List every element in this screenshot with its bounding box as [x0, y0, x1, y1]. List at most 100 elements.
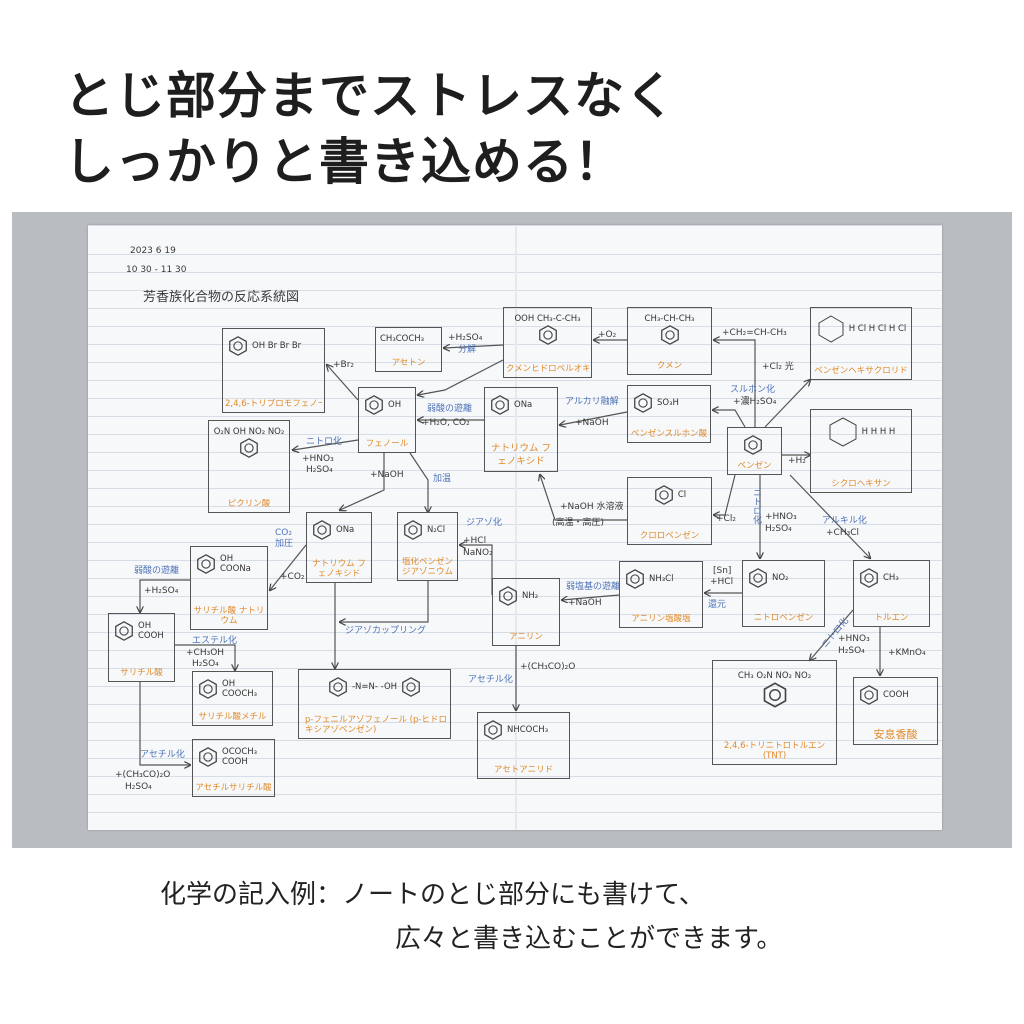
reagent-label: H₂SO₄: [125, 782, 152, 792]
compound-name: サリチル酸メチル: [198, 712, 267, 722]
compound-name: 2,4,6-トリブロモフェノール: [225, 399, 322, 409]
compound-name: ベンゼン: [737, 461, 772, 471]
reagent-label: H₂SO₄: [765, 524, 792, 534]
headline-line-1: とじ部分までストレスなく: [64, 67, 676, 125]
compound-name: クメンヒドロペルオキシド: [506, 364, 589, 374]
compound-formula: OH COONa: [220, 554, 251, 574]
compound-formula: CH₃ O₂N NO₂ NO₂: [737, 671, 812, 681]
compound-phenol: OH フェノール: [358, 387, 416, 453]
reagent-label: +Cl₂ 光: [762, 362, 794, 372]
compound-aniline: NH₂ アニリン: [492, 578, 560, 646]
compound-name: ナトリウム フェノキシド: [490, 443, 552, 467]
compound-cumene-hydroperoxide: OOH CH₃-C-CH₃ クメンヒドロペルオキシド: [503, 307, 592, 378]
compound-name: アセトアニリド: [493, 765, 554, 775]
compound-formula: OCOCH₃ COOH: [222, 747, 258, 767]
condition-label: 弱酸の遊離: [134, 566, 180, 576]
compound-sodium-salicylate: OH COONa サリチル酸 ナトリウム: [190, 546, 268, 630]
compound-anilinium-chloride: NH₃Cl アニリン塩酸塩: [619, 561, 703, 628]
reagent-label: (高温・高圧): [552, 518, 605, 528]
note-title: 芳香族化合物の反応系統図: [143, 290, 300, 305]
compound-name: クロロベンゼン: [639, 531, 700, 541]
reagent-label: +CO₂: [280, 572, 305, 582]
compound-picric-acid: O₂N OH NO₂ NO₂ ピクリン酸: [208, 420, 290, 513]
reagent-label: [Sn]: [713, 566, 732, 576]
compound-name: ベンゼンヘキサクロリド: [814, 366, 908, 376]
notebook-binding: [515, 225, 517, 830]
reagent-label: +KMnO₄: [888, 648, 926, 658]
compound-formula: -N=N- -OH: [351, 682, 398, 692]
compound-formula: OOH CH₃-C-CH₃: [514, 314, 581, 324]
condition-label: エステル化: [192, 636, 238, 646]
compound-formula: OH: [388, 400, 402, 410]
compound-name: アセチルサリチル酸: [195, 783, 272, 793]
compound-salicylic-acid: OH COOH サリチル酸: [108, 613, 175, 682]
compound-name: サリチル酸: [120, 668, 163, 678]
compound-formula: NH₂: [522, 591, 539, 601]
compound-formula: ONa: [514, 400, 533, 410]
reagent-label: +H₂O, CO₂: [422, 418, 470, 428]
compound-formula: H Cl H Cl H Cl: [848, 324, 907, 334]
compound-sodium-phenoxide-2: ONa ナトリウム フェノキシド: [306, 512, 372, 583]
compound-name: アニリン: [509, 632, 543, 642]
reagent-label: +H₂SO₄: [448, 333, 483, 343]
condition-label: アルカリ融解: [565, 397, 619, 407]
reagent-label: +HCl: [710, 577, 734, 587]
compound-sodium-phenoxide: ONa ナトリウム フェノキシド: [484, 387, 558, 472]
compound-name: 塩化ベンゼン ジアゾニウム: [401, 557, 453, 577]
compound-formula: OH COOH: [138, 621, 164, 641]
compound-acetylsalicylic-acid: OCOCH₃ COOH アセチルサリチル酸: [192, 739, 275, 797]
compound-name: クメン: [656, 361, 683, 371]
reagent-label: +H₂SO₄: [144, 586, 179, 596]
condition-label: アルキル化: [822, 516, 867, 526]
compound-formula: OH COOCH₃: [222, 679, 258, 699]
caption-line-2: 広々と書き込むことができます。: [395, 924, 783, 954]
reagent-label: NaNO₂: [463, 548, 493, 558]
condition-label: 弱酸の遊離: [427, 404, 473, 414]
reagent-label: +O₂: [598, 330, 617, 340]
reagent-label: H₂SO₄: [838, 646, 865, 656]
reagent-label: +Cl₂: [716, 514, 736, 524]
condition-label: 加温: [433, 474, 452, 484]
condition-label: ニトロ化: [306, 437, 343, 447]
compound-name: ナトリウム フェノキシド: [312, 559, 366, 579]
caption-line-1: 化学の記入例：ノートのとじ部分にも書けて、: [160, 880, 705, 910]
compound-formula: NHCOCH₃: [507, 725, 549, 735]
note-date: 2023 6 19: [130, 246, 176, 256]
compound-name: アニリン塩酸塩: [631, 614, 691, 624]
compound-formula: Cl: [677, 490, 687, 500]
compound-benzene: ベンゼン: [727, 427, 782, 475]
compound-name: トルエン: [874, 613, 909, 623]
compound-p-phenylazophenol: -N=N- -OH p-フェニルアゾフェノール (p-ヒドロキシアゾベンゼン): [298, 669, 451, 739]
compound-benzene-hexachloride: H Cl H Cl H Cl ベンゼンヘキサクロリド: [810, 307, 912, 380]
reagent-label: +(CH₃CO)₂O: [115, 770, 171, 780]
compound-name: シクロヘキサン: [831, 479, 891, 489]
reagent-label: +NaOH: [575, 418, 609, 428]
compound-formula: COOH: [883, 690, 909, 700]
compound-name: ピクリン酸: [227, 499, 271, 509]
condition-label: アセチル化: [468, 675, 513, 685]
condition-label: CO₂ 加圧: [275, 528, 294, 549]
condition-label: 分解: [458, 345, 477, 355]
compound-name: 2,4,6-トリニトロトルエン (TNT): [723, 741, 826, 761]
compound-name: p-フェニルアゾフェノール (p-ヒドロキシアゾベンゼン): [305, 715, 447, 735]
compound-formula: CH₃: [883, 573, 899, 583]
reagent-label: +CH₃OH: [186, 648, 225, 658]
compound-formula: NH₃Cl: [649, 574, 674, 584]
compound-formula: ONa: [336, 525, 355, 535]
compound-name: フェノール: [365, 439, 409, 449]
compound-name: サリチル酸 ナトリウム: [193, 606, 265, 626]
compound-formula: CH₃-CH-CH₃: [644, 314, 695, 324]
compound-acetanilide: NHCOCH₃ アセトアニリド: [477, 712, 570, 779]
compound-formula: O₂N OH NO₂ NO₂: [213, 427, 285, 437]
compound-chlorobenzene: Cl クロロベンゼン: [627, 477, 712, 545]
reagent-label: +HNO₃: [838, 634, 870, 644]
condition-label: ジアゾ化: [466, 518, 503, 528]
compound-name: ニトロベンゼン: [753, 613, 814, 623]
reagent-label: +H₂: [788, 456, 806, 466]
